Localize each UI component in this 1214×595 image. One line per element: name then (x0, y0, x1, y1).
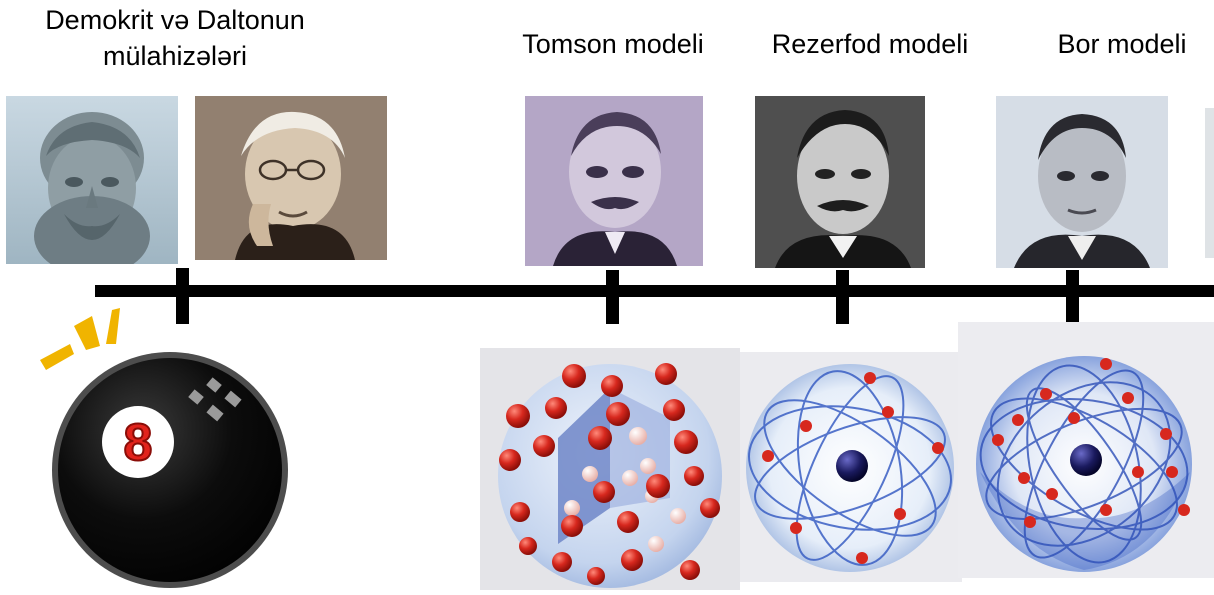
tick-rezerfod (836, 270, 849, 324)
portrait-dalton (195, 96, 387, 260)
tick-tomson (606, 270, 619, 324)
ball-number: 8 (124, 414, 153, 472)
label-tomson-model: Tomson modeli (522, 29, 704, 59)
label-bor-model: Bor modeli (1057, 29, 1187, 59)
portrait-rezerfod (755, 96, 925, 268)
dalton-ball-model: 8 (30, 300, 310, 590)
tomson-plum-pudding-model (480, 348, 740, 590)
portrait-bor (996, 96, 1168, 268)
label-rezerfod-model: Rezerfod modeli (771, 29, 969, 59)
portrait-tomson (525, 96, 703, 266)
portrait-partial-edge (1205, 108, 1214, 258)
label-demokrit-dalton: Demokrit və Daltonun mülahizələri (45, 5, 305, 71)
timeline-line (95, 285, 1214, 297)
bor-model (958, 322, 1214, 578)
tick-bor (1066, 270, 1079, 324)
portrait-demokrit (6, 96, 178, 264)
burst-lines (40, 308, 120, 370)
rezerfod-planetary-model (740, 352, 962, 582)
